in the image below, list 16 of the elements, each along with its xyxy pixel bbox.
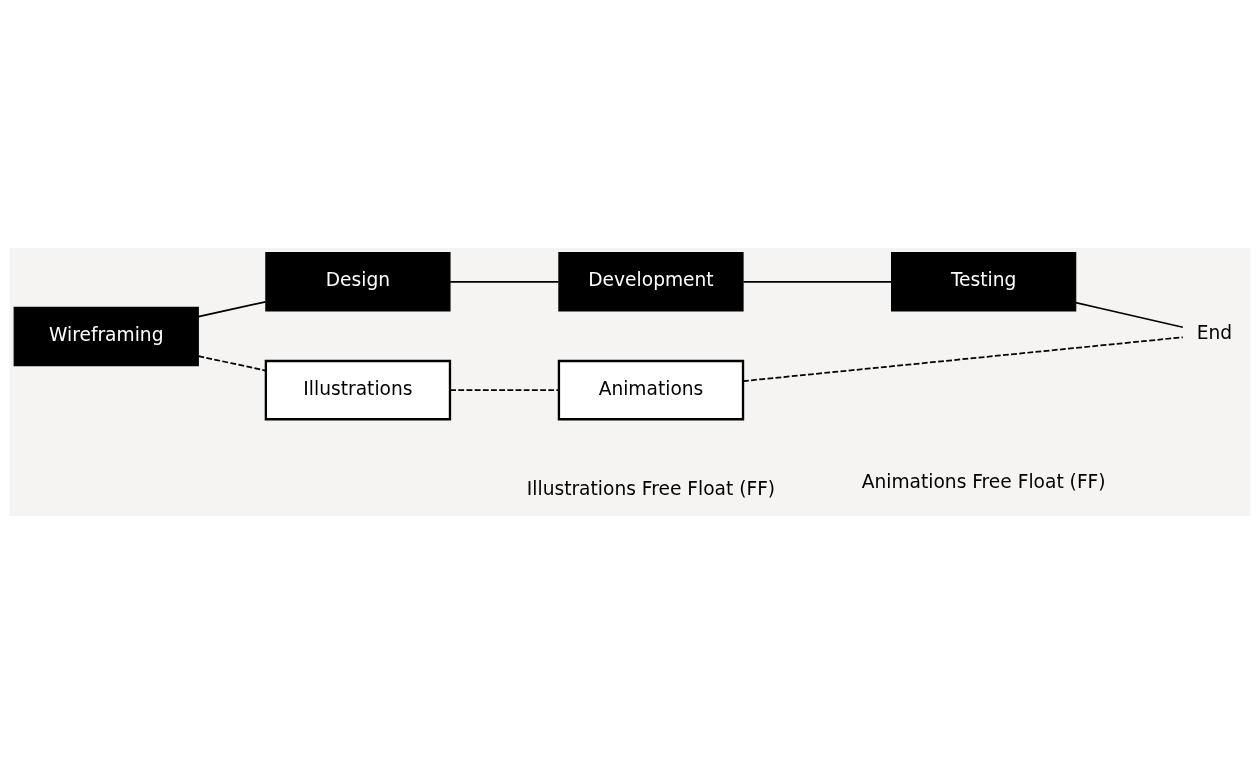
node-text: End (1196, 321, 1233, 343)
node-box: Testing (891, 251, 1077, 311)
connector (449, 280, 560, 283)
connector (742, 280, 892, 283)
node-box: Design (265, 251, 451, 311)
connector (742, 335, 1184, 382)
node-box: Illustrations (264, 359, 452, 420)
label: Animations Free Float (FF) (861, 470, 1106, 492)
connector (197, 354, 267, 371)
node-box: Animations (557, 359, 745, 420)
node-box: Wireframing (13, 306, 199, 366)
connector (1074, 301, 1184, 328)
node-box: Development (558, 251, 744, 311)
connector (197, 300, 267, 317)
label: Illustrations Free Float (FF) (526, 477, 776, 499)
connector (449, 388, 560, 391)
